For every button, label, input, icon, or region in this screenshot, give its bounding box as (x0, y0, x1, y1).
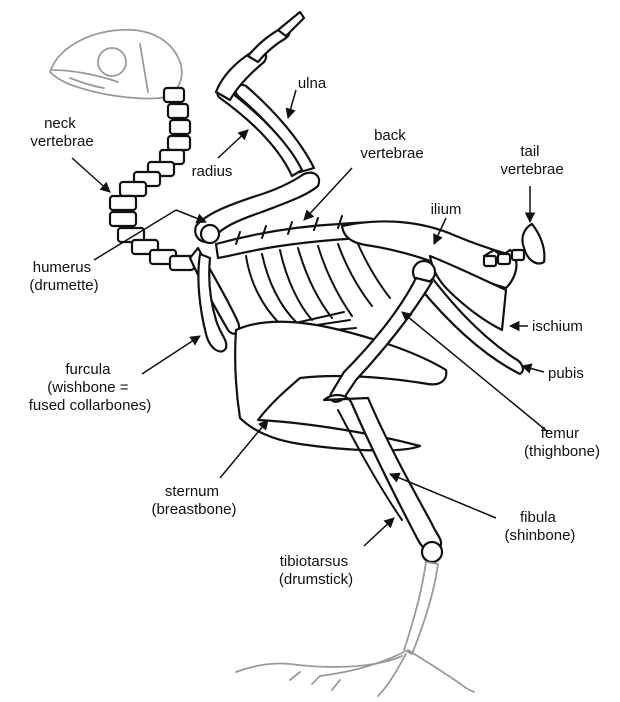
label-pubis: pubis (548, 365, 584, 382)
foot (236, 562, 474, 696)
label-ischium: ischium (532, 318, 583, 335)
label-back-vertebrae: back vertebrae (360, 127, 423, 162)
lower-leg-bones (324, 395, 442, 562)
label-tail-vertebrae: tail vertebrae (500, 143, 563, 178)
skull (50, 30, 182, 99)
label-tibiotarsus: tibiotarsus (drumstick) (279, 553, 353, 588)
wing-bones (195, 12, 319, 243)
label-ilium: ilium (431, 201, 462, 218)
label-furcula: furcula (wishbone = fused collarbones) (29, 361, 152, 414)
label-ulna: ulna (298, 75, 327, 92)
label-neck-vertebrae: neck vertebrae (30, 115, 93, 150)
label-humerus: humerus (drumette) (29, 259, 98, 294)
label-femur: femur (thighbone) (524, 425, 600, 460)
label-fibula: fibula (shinbone) (505, 509, 576, 544)
label-sternum: sternum (breastbone) (151, 483, 236, 518)
label-radius: radius (192, 163, 233, 180)
